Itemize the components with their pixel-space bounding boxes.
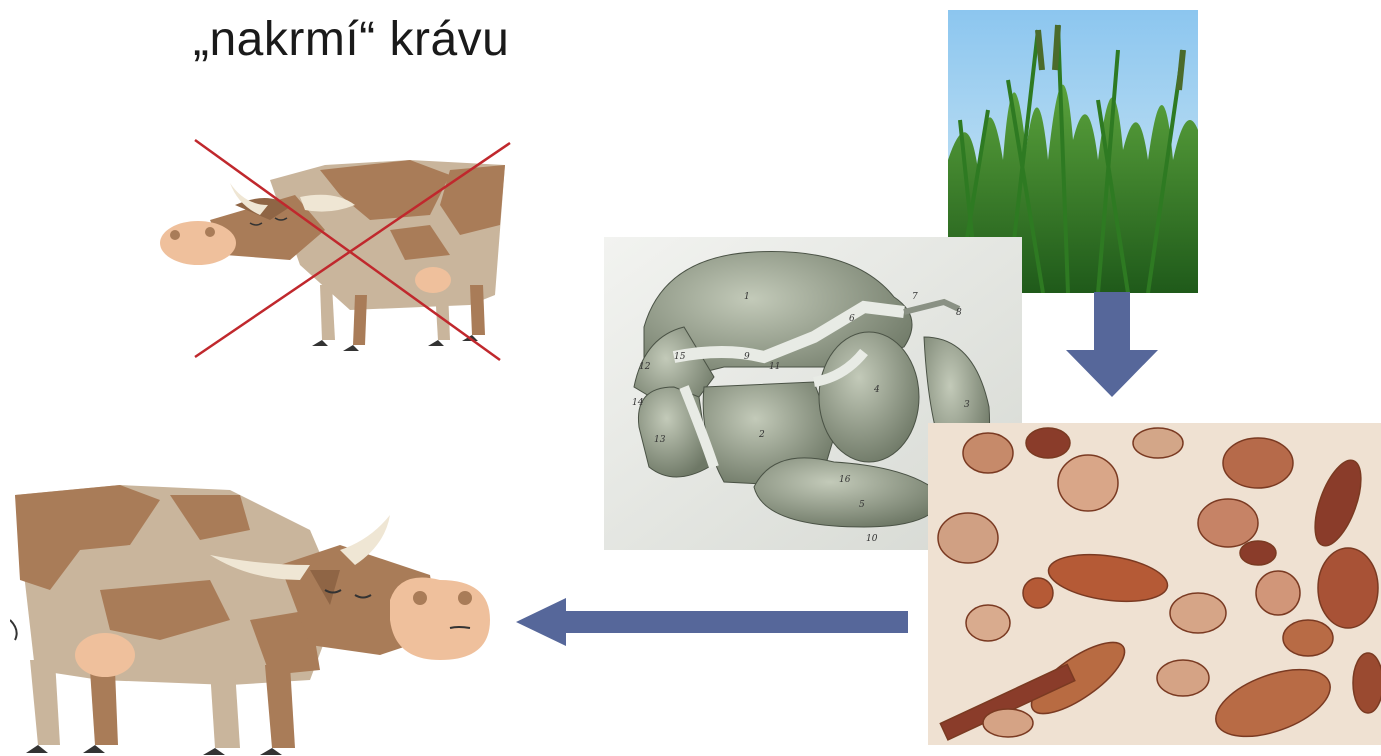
cow-icon bbox=[10, 485, 490, 755]
stomach-label: 1 bbox=[744, 292, 750, 302]
stomach-label: 12 bbox=[639, 362, 651, 372]
down-arrow-icon bbox=[1066, 292, 1158, 397]
cow-icon bbox=[160, 160, 505, 351]
stomach-label: 5 bbox=[859, 500, 865, 510]
stomach-label: 2 bbox=[758, 430, 765, 440]
left-arrow-icon bbox=[516, 598, 908, 646]
stomach-label: 11 bbox=[769, 362, 780, 372]
stomach-label: 4 bbox=[873, 385, 880, 395]
stomach-label: 13 bbox=[654, 435, 666, 445]
crossed-out-cow bbox=[150, 135, 520, 370]
stomach-label: 14 bbox=[632, 398, 644, 408]
stomach-label: 7 bbox=[912, 292, 918, 302]
slide-title: „nakrmí“ krávu bbox=[193, 12, 509, 67]
stomach-label: 6 bbox=[849, 314, 855, 324]
stomach-label: 16 bbox=[839, 475, 851, 485]
well-fed-cow bbox=[10, 470, 495, 756]
stomach-label: 3 bbox=[964, 400, 970, 410]
stomach-label: 10 bbox=[866, 534, 878, 544]
stomach-label: 9 bbox=[744, 352, 750, 362]
rumen-protozoa-micrograph bbox=[928, 423, 1381, 745]
stomach-label: 8 bbox=[956, 308, 962, 318]
stomach-label: 15 bbox=[674, 352, 686, 362]
